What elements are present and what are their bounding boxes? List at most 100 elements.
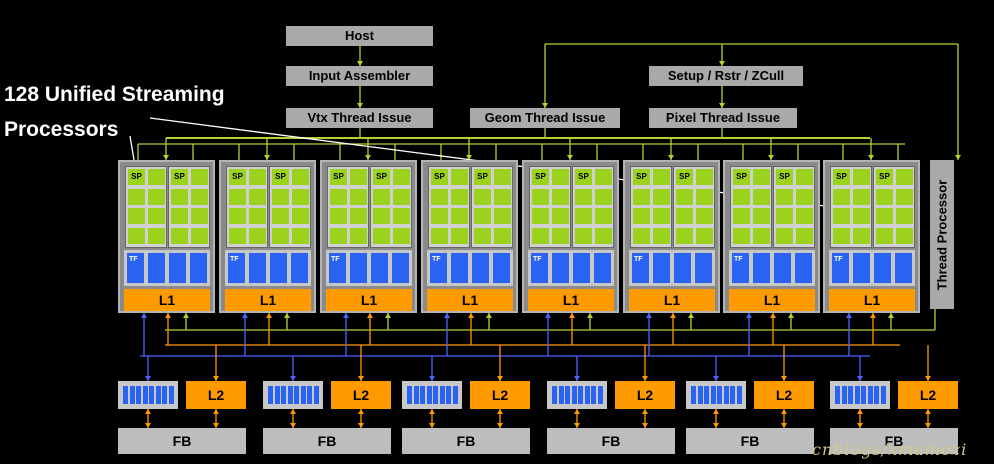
stream-processor	[552, 188, 569, 205]
stream-processor	[853, 208, 870, 224]
stream-processor	[350, 188, 367, 205]
rop-cell	[571, 386, 577, 404]
l1-cache: L1	[326, 289, 412, 311]
arrowhead	[955, 155, 961, 160]
arrowhead	[165, 313, 171, 318]
arrowhead	[781, 423, 787, 428]
texture-filter-unit: TF	[829, 250, 915, 286]
stream-processor	[653, 208, 670, 224]
arrowhead	[357, 103, 363, 108]
stream-processor	[776, 208, 793, 224]
stream-processor	[373, 227, 390, 244]
sp-block: SP	[125, 166, 167, 248]
rop-cell	[867, 386, 873, 404]
texture-unit	[169, 253, 186, 283]
arrowhead	[266, 313, 272, 318]
stream-processor	[733, 188, 750, 205]
stream-processor	[696, 208, 713, 224]
rop-cell	[149, 386, 154, 404]
arrowhead	[213, 423, 219, 428]
stream-processor	[896, 227, 913, 244]
rop-cell	[736, 386, 742, 404]
stream-processor	[575, 188, 592, 205]
arrowhead	[587, 313, 593, 318]
arrowhead	[788, 313, 794, 318]
rop-cell	[730, 386, 735, 404]
stream-processor	[373, 188, 390, 205]
rop-cell	[136, 386, 141, 404]
arrowhead	[574, 409, 580, 414]
arrowhead	[713, 409, 719, 414]
stream-processor	[191, 188, 208, 205]
stream-processor	[653, 188, 670, 205]
arrowhead	[290, 423, 296, 428]
l2-cache: L2	[615, 381, 675, 409]
rop-cell	[717, 386, 722, 404]
texture-unit	[594, 253, 611, 283]
stream-processor	[373, 208, 390, 224]
arrowhead	[466, 155, 472, 160]
tf-label: TF	[834, 256, 843, 263]
stream-processor	[896, 208, 913, 224]
stream-processor	[753, 169, 770, 185]
stream-processor	[494, 188, 511, 205]
tf-label: TF	[533, 256, 542, 263]
stream-processor	[229, 208, 246, 224]
callout-line-2: Processors	[4, 118, 119, 141]
tf-label: TF	[734, 256, 743, 263]
arrowhead	[642, 376, 648, 381]
sp-label: SP	[373, 169, 390, 185]
stream-processor	[128, 188, 145, 205]
stream-processor	[350, 208, 367, 224]
stream-processor	[676, 208, 693, 224]
stream-processor	[148, 188, 165, 205]
arrowhead	[365, 155, 371, 160]
arrowhead	[357, 61, 363, 66]
stream-processor	[451, 208, 468, 224]
l1-cache: L1	[829, 289, 915, 311]
arrowhead	[870, 313, 876, 318]
stream-processor	[833, 208, 850, 224]
stream-processor	[876, 227, 893, 244]
arrowhead	[781, 376, 787, 381]
texture-filter-unit: TF	[124, 250, 210, 286]
stream-processor	[393, 188, 410, 205]
frame-buffer: FB	[547, 428, 675, 454]
arrowhead	[642, 409, 648, 414]
arrowhead	[713, 423, 719, 428]
stream-processor	[753, 227, 770, 244]
stream-processor	[494, 227, 511, 244]
stream-processor	[653, 169, 670, 185]
rop-cell	[597, 386, 603, 404]
arrowhead	[358, 376, 364, 381]
texture-unit	[451, 253, 468, 283]
rop-cell	[854, 386, 860, 404]
rop-cell	[697, 386, 703, 404]
sp-block: SP	[529, 166, 571, 248]
rop-cell	[723, 386, 729, 404]
arrowhead	[242, 313, 248, 318]
stream-processor	[171, 227, 188, 244]
arrowhead	[385, 313, 391, 318]
tf-label: TF	[230, 256, 239, 263]
rop-cell	[274, 386, 280, 404]
stream-processor	[393, 227, 410, 244]
stream-processor	[896, 169, 913, 185]
sp-label: SP	[330, 169, 347, 185]
stream-processor	[595, 227, 612, 244]
stream-processor	[633, 227, 650, 244]
rop-cell	[433, 386, 438, 404]
texture-unit	[371, 253, 388, 283]
stream-processor	[753, 188, 770, 205]
texture-unit	[874, 253, 891, 283]
rop-cell	[300, 386, 306, 404]
rop-cell	[591, 386, 596, 404]
l2-cache: L2	[898, 381, 958, 409]
stream-processor	[330, 188, 347, 205]
arrowhead	[542, 103, 548, 108]
